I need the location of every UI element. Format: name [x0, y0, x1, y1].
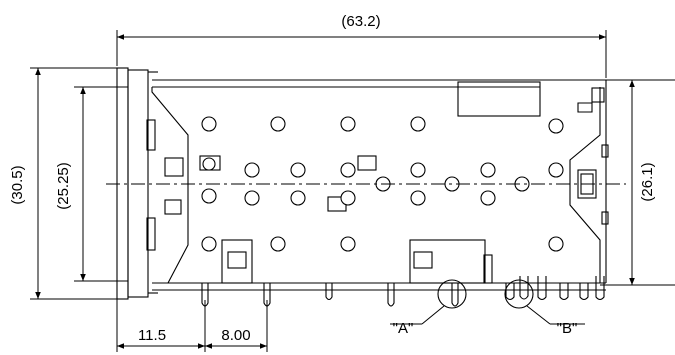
- inner-height-label: (25.25): [55, 162, 72, 210]
- dimension-overall-length: (63.2): [116, 13, 607, 78]
- dimension-overall-height: (30.5): [9, 67, 128, 300]
- detail-callout-b: "B": [504, 279, 585, 337]
- pitch-label: 8.00: [221, 327, 250, 344]
- contact-pins: [201, 276, 605, 307]
- detail-b-label: "B": [557, 320, 578, 337]
- dimension-right-height: (26.1): [600, 79, 675, 286]
- holes: [201, 116, 564, 252]
- detail-a-label: "A": [393, 320, 414, 337]
- overall-height-label: (30.5): [9, 165, 26, 204]
- offset-left-label: 11.5: [138, 327, 166, 344]
- right-height-label: (26.1): [639, 162, 656, 201]
- bottom-latches: [221, 239, 493, 284]
- detail-callout-a: "A": [390, 279, 467, 337]
- overall-length-label: (63.2): [341, 13, 380, 30]
- dimension-inner-height: (25.25): [55, 86, 128, 282]
- dimension-bottom: 11.5 8.00: [116, 292, 268, 352]
- connector-body: [116, 67, 609, 300]
